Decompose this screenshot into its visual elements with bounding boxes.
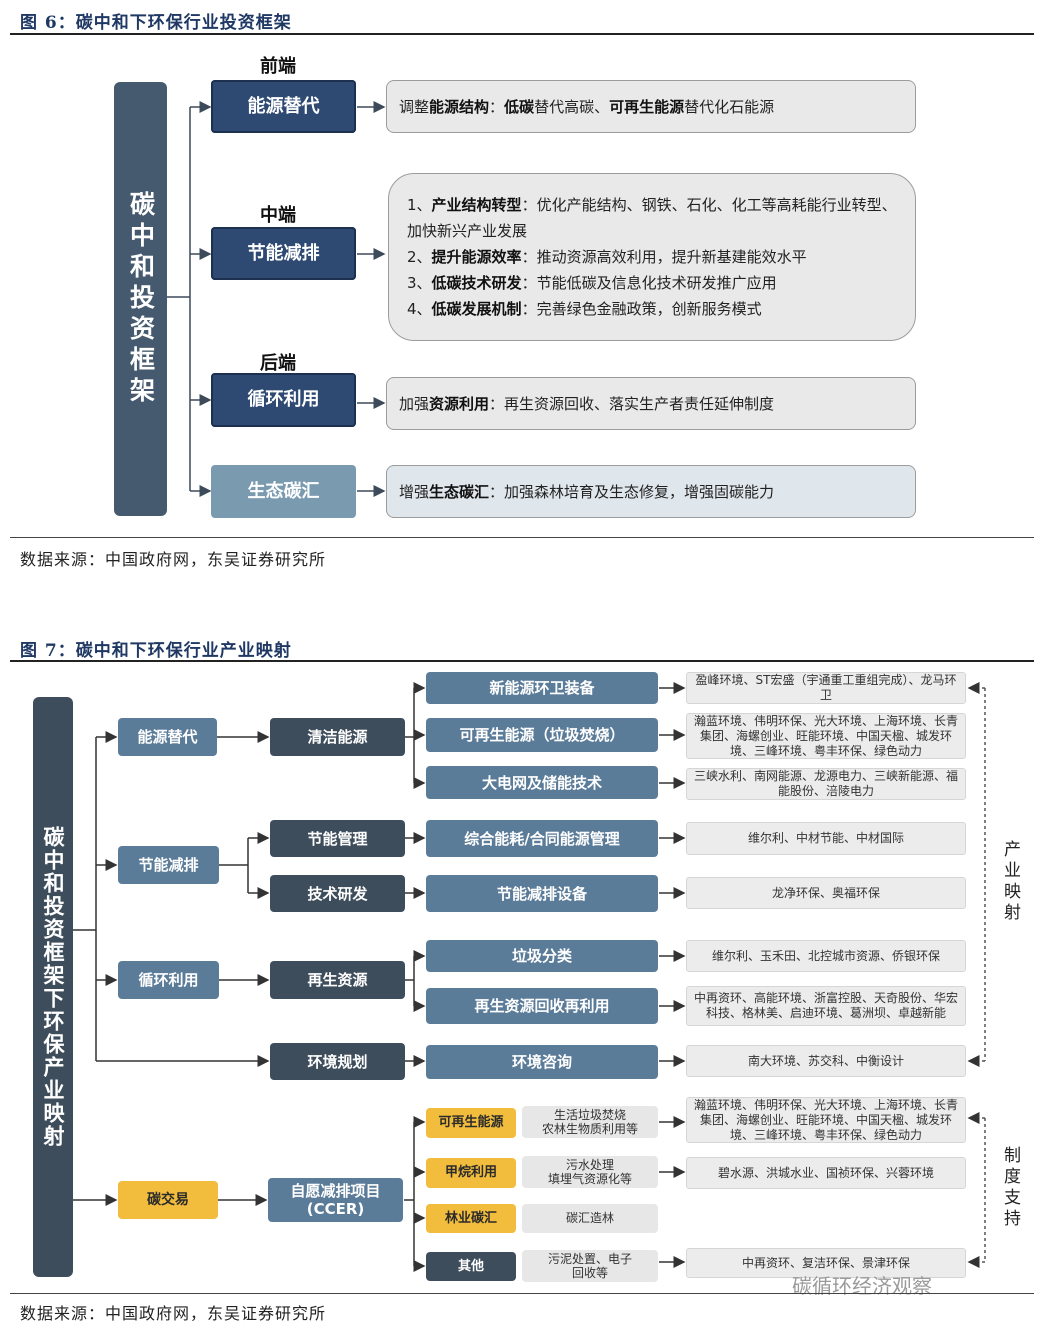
l2-ccer: 自愿减排项目 (CCER) [268,1178,403,1222]
box-eco-carbon-sink: 生态碳汇 [211,465,356,518]
figure-7-title: 图 7：碳中和下环保行业产业映射 [20,641,292,661]
saving-line-3: 3、低碳技术研发：节能低碳及信息化技术研发推广应用 [407,274,777,292]
companies-sorting: 维尔利、玉禾田、北控城市资源、侨银环保 [686,940,966,972]
companies-equipment: 龙净环保、奥福环保 [686,877,966,909]
desc-energy-saving: 1、产业结构转型：优化产能结构、钢铁、石化、化工等高耗能行业转型、 加快新兴产业… [388,173,916,341]
l3-saving-equipment: 节能减排设备 [426,875,658,912]
ccer-desc-forestry: 碳汇造林 [522,1204,658,1233]
figure-7-top-rule [10,660,1034,662]
companies-nev: 盈峰环境、ST宏盛（宇通重工重组完成）、龙马环卫 [686,672,966,704]
l3-emc: 综合能耗/合同能源管理 [426,820,658,857]
fig6-vertical-title: 碳中和投资框架 [114,82,167,516]
desc-recycling: 加强资源利用：再生资源回收、落实生产者责任延伸制度 [386,377,916,430]
saving-line-1b: 加快新兴产业发展 [407,222,528,240]
l1-carbon-trading: 碳交易 [118,1181,218,1219]
saving-line-4: 4、低碳发展机制：完善绿色金融政策，创新服务模式 [407,300,762,318]
box-energy-saving: 节能减排 [211,227,356,280]
l2-renewable-resources: 再生资源 [270,961,405,999]
companies-emc: 维尔利、中材节能、中材国际 [686,822,966,855]
desc-eco-carbon-sink: 增强生态碳汇：加强森林培育及生态修复，增强固碳能力 [386,465,916,518]
l3-grid-storage: 大电网及储能技术 [426,766,658,799]
ccer-desc-other: 污泥处置、电子 回收等 [522,1250,658,1282]
l3-resource-reuse: 再生资源回收再利用 [426,988,658,1024]
l1-recycling: 循环利用 [118,961,219,999]
l2-tech-rnd: 技术研发 [270,875,405,912]
saving-line-1: 1、产业结构转型：优化产能结构、钢铁、石化、化工等高耗能行业转型、 [407,196,897,214]
saving-line-2: 2、提升能源效率：推动资源高效利用，提升新基建能效水平 [407,248,807,266]
ccer-type-other: 其他 [426,1252,516,1281]
label-industry-mapping: 产业映射 [1000,840,1020,924]
stage-middle-label: 中端 [260,205,296,226]
figure-6-bottom-rule [10,537,1034,538]
ccer-type-forestry: 林业碳汇 [426,1204,516,1233]
fig7-vertical-title: 碳中和投资框架下环保产业映射 [33,697,73,1277]
companies-consulting: 南大环境、苏交科、中衡设计 [686,1045,966,1077]
l2-clean-energy: 清洁能源 [270,718,405,756]
l2-energy-management: 节能管理 [270,820,405,857]
stage-front-label: 前端 [260,56,296,77]
box-recycling: 循环利用 [211,373,356,427]
l3-env-consulting: 环境咨询 [426,1045,658,1079]
companies-ccer-methane: 碧水源、洪城水业、国祯环保、兴蓉环境 [686,1157,966,1189]
l3-waste-sorting: 垃圾分类 [426,940,658,972]
ccer-desc-renewable: 生活垃圾焚烧 农林生物质利用等 [522,1106,658,1138]
l3-waste-to-energy: 可再生能源（垃圾焚烧） [426,718,658,752]
l1-energy-substitution: 能源替代 [118,718,217,756]
box-energy-substitution: 能源替代 [211,80,356,133]
figure-6-title: 图 6：碳中和下环保行业投资框架 [20,13,292,33]
figure-7-source: 数据来源：中国政府网，东吴证券研究所 [20,1304,327,1323]
companies-ccer-renewable: 瀚蓝环境、伟明环保、光大环境、上海环境、长青集团、海螺创业、旺能环境、中国天楹、… [686,1097,966,1143]
figure-6-top-rule [10,33,1034,35]
companies-reuse: 中再资环、高能环境、浙富控股、天奇股份、华宏科技、格林美、启迪环境、葛洲坝、卓越… [686,986,966,1026]
desc-energy-substitution: 调整能源结构：低碳替代高碳、可再生能源替代化石能源 [386,80,916,133]
label-policy-support: 制度支持 [1000,1146,1020,1230]
ccer-type-methane: 甲烷利用 [426,1158,516,1188]
figure-7-bottom-rule [10,1293,1034,1294]
companies-ccer-other: 中再资环、复洁环保、景津环保 [686,1248,966,1278]
l2-environment-planning: 环境规划 [270,1043,405,1080]
figure-6-source: 数据来源：中国政府网，东吴证券研究所 [20,550,327,569]
watermark-text: 碳循环经济观察 [792,1274,932,1298]
companies-waste-energy: 瀚蓝环境、伟明环保、光大环境、上海环境、长青集团、海螺创业、旺能环境、中国天楹、… [686,713,966,759]
l1-energy-saving: 节能减排 [118,846,219,884]
ccer-type-renewable: 可再生能源 [426,1108,516,1138]
ccer-desc-methane: 污水处理 填埋气资源化等 [522,1156,658,1188]
l3-nev-sanitation: 新能源环卫装备 [426,672,658,704]
stage-back-label: 后端 [260,353,296,374]
companies-grid: 三峡水利、南网能源、龙源电力、三峡新能源、福能股份、涪陵电力 [686,768,966,800]
